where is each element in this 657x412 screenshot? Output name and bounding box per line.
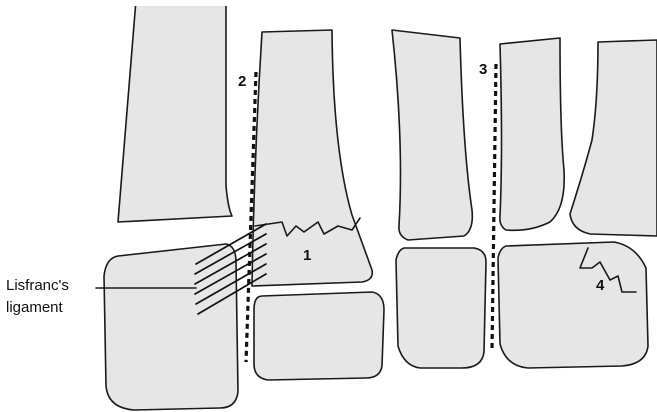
dashed-line-3 — [492, 64, 496, 350]
marker-3: 3 — [479, 61, 487, 78]
fourth-metatarsal — [500, 38, 564, 230]
intermediate-cuneiform — [254, 292, 384, 380]
second-metatarsal — [252, 30, 372, 286]
first-metatarsal — [118, 0, 232, 222]
cuboid — [498, 242, 648, 368]
marker-4: 4 — [596, 277, 605, 294]
lateral-cuneiform — [396, 248, 486, 368]
third-metatarsal — [392, 30, 472, 240]
ligament-label-line2: ligament — [6, 299, 64, 316]
marker-2: 2 — [238, 73, 246, 90]
marker-1: 1 — [303, 247, 311, 264]
medial-cuneiform — [104, 244, 238, 410]
ligament-label-line1: Lisfranc's — [6, 277, 69, 294]
fifth-metatarsal — [570, 40, 657, 236]
first-metatarsal-opening — [134, 0, 228, 6]
